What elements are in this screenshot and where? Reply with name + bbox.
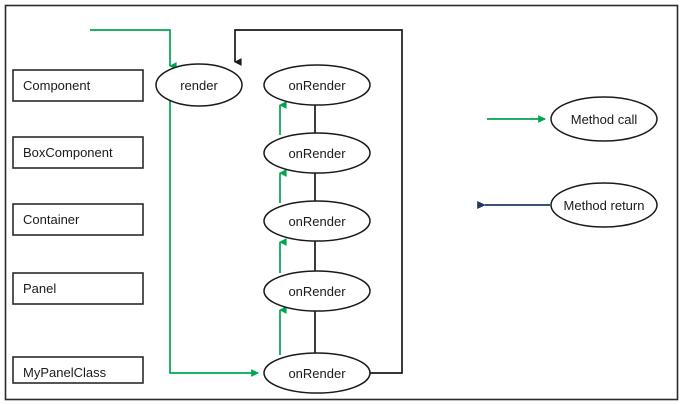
node-ellipse <box>263 200 371 242</box>
node-onrender-4[interactable]: onRender <box>263 270 371 312</box>
node-ellipse <box>263 64 371 106</box>
legend-method-call: Method call <box>487 96 658 142</box>
node-onrender-5[interactable]: onRender <box>263 352 371 394</box>
node-ellipse <box>263 132 371 174</box>
node-onrender-1[interactable]: onRender <box>263 64 371 106</box>
class-box-rect <box>12 356 144 384</box>
legend-ellipse <box>550 182 658 228</box>
class-box-rect <box>12 203 144 236</box>
class-box-boxcomponent[interactable]: BoxComponent <box>12 136 144 169</box>
class-box-label: Panel <box>23 281 56 296</box>
node-label: onRender <box>288 78 346 93</box>
class-box-rect <box>12 69 144 102</box>
node-label: onRender <box>288 366 346 381</box>
class-box-label: Container <box>23 212 80 227</box>
class-box-label: MyPanelClass <box>23 365 107 380</box>
node-ellipse <box>263 270 371 312</box>
diagram-outer-frame <box>4 4 679 401</box>
legend-method-return: Method return <box>477 182 658 228</box>
class-box-label: BoxComponent <box>23 145 113 160</box>
class-box-container[interactable]: Container <box>12 203 144 236</box>
call-arrow-render-to-onrender5 <box>169 92 259 377</box>
node-ellipse <box>263 352 371 394</box>
node-onrender-3[interactable]: onRender <box>263 200 371 242</box>
legend-ellipse <box>550 96 658 142</box>
node-onrender-2[interactable]: onRender <box>263 132 371 174</box>
node-ellipse <box>155 63 243 107</box>
class-box-panel[interactable]: Panel <box>12 272 144 305</box>
class-box-component[interactable]: Component <box>12 69 144 102</box>
node-label: onRender <box>288 146 346 161</box>
return-arrow-onrender5-to-render <box>233 29 403 374</box>
node-render[interactable]: render <box>155 63 243 107</box>
node-label: onRender <box>288 284 346 299</box>
class-box-mypanelclass[interactable]: MyPanelClass <box>12 356 144 384</box>
legend-label: Method return <box>564 198 645 213</box>
class-box-label: Component <box>23 78 91 93</box>
node-label: render <box>180 78 218 93</box>
legend-label: Method call <box>571 112 638 127</box>
class-box-rect <box>12 136 144 169</box>
call-arrow-entry-to-render <box>90 29 177 70</box>
node-label: onRender <box>288 214 346 229</box>
class-box-rect <box>12 272 144 305</box>
